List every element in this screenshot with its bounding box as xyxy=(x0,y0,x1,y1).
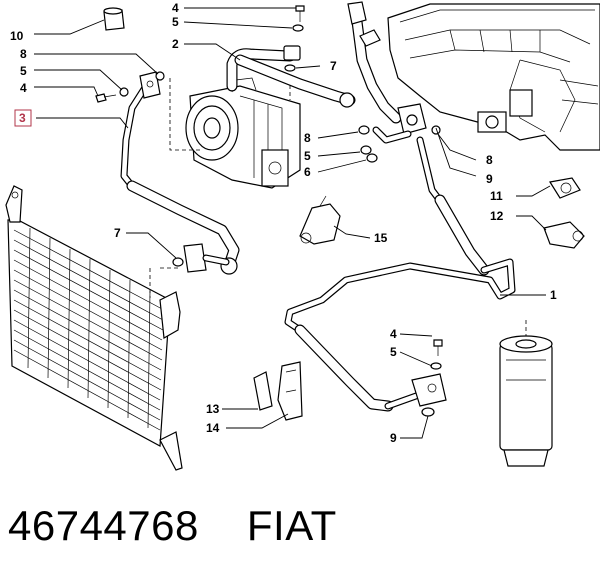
callout-8: 8 xyxy=(486,153,493,167)
callout-1: 1 xyxy=(550,288,557,302)
compressor xyxy=(169,77,301,189)
callout-5: 5 xyxy=(304,149,311,163)
callout-4: 4 xyxy=(20,81,27,95)
ac-hose-exploded-diagram: 10 8 5 4 3 4 5 2 7 8 5 6 8 9 11 12 15 7 … xyxy=(5,1,600,471)
hose-3-discharge xyxy=(120,71,240,275)
callout-5: 5 xyxy=(390,345,397,359)
callout-9: 9 xyxy=(486,172,493,186)
callout-8: 8 xyxy=(20,47,27,61)
callout-4: 4 xyxy=(172,1,179,15)
part-number: 46744768 xyxy=(8,502,199,549)
callout-2: 2 xyxy=(172,37,179,51)
callout-6: 6 xyxy=(304,165,311,179)
hose-2-suction xyxy=(226,1,427,144)
callout-11: 11 xyxy=(490,189,503,203)
hose-1-liquid-line xyxy=(284,136,516,412)
part-caption: 46744768 FIAT xyxy=(8,494,592,558)
callout-12: 12 xyxy=(490,209,504,223)
callout-5: 5 xyxy=(172,15,179,29)
evaporator-housing xyxy=(387,3,600,151)
callout-15: 15 xyxy=(374,231,388,245)
callout-8: 8 xyxy=(304,131,311,145)
callout-9: 9 xyxy=(390,431,397,445)
callout-10: 10 xyxy=(10,29,24,43)
callout-7: 7 xyxy=(330,59,337,73)
callout-3: 3 xyxy=(19,111,26,125)
leader-lines xyxy=(34,7,551,439)
brand-name: FIAT xyxy=(246,502,337,549)
small-parts xyxy=(95,5,585,421)
callout-labels: 10 8 5 4 3 4 5 2 7 8 5 6 8 9 11 12 15 7 … xyxy=(10,1,557,445)
callout-3-box xyxy=(14,109,32,127)
callout-13: 13 xyxy=(206,402,220,416)
callout-5: 5 xyxy=(20,64,27,78)
condenser xyxy=(5,185,183,471)
callout-14: 14 xyxy=(206,421,220,435)
callout-4: 4 xyxy=(390,327,397,341)
receiver-drier xyxy=(499,320,553,467)
callout-7: 7 xyxy=(114,226,121,240)
